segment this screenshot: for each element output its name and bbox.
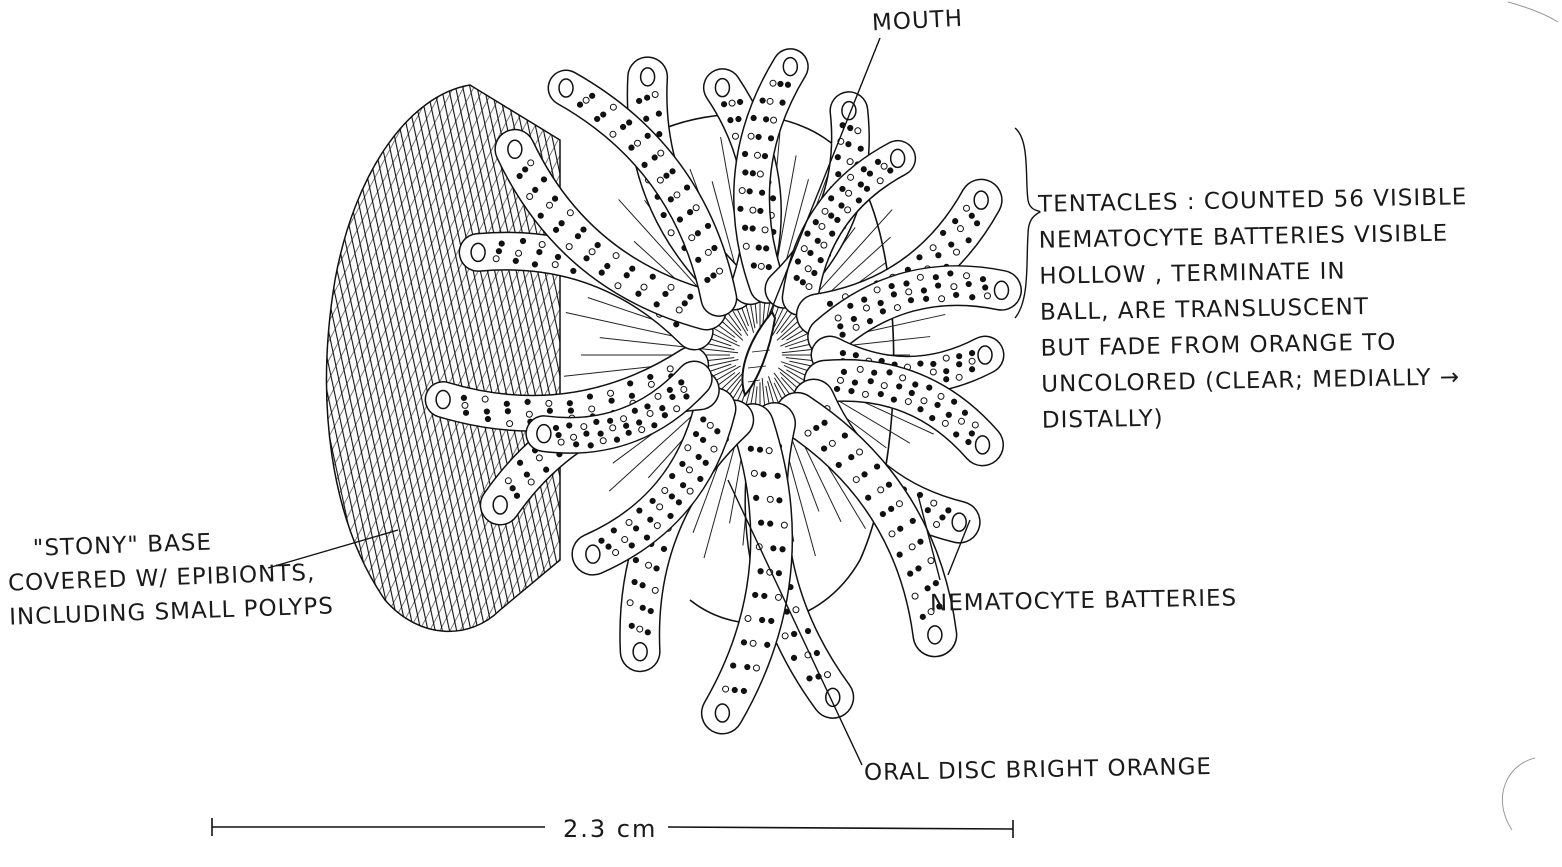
nematocyte-batteries-label: NEMATOCYTE BATTERIES	[930, 581, 1238, 620]
page-edge-marks	[1502, 2, 1558, 830]
mouth-slit	[742, 312, 775, 395]
tentacle	[715, 425, 787, 722]
mouth-label: MOUTH	[871, 2, 964, 41]
tentacles-note-line: UNCOLORED (CLEAR; MEDIALLY →	[1041, 359, 1471, 402]
tentacles-note-line: NEMATOCYTE BATTERIES VISIBLE	[1038, 215, 1468, 258]
oral-disc-label: ORAL DISC BRIGHT ORANGE	[864, 750, 1212, 790]
scale-label: 2.3 cm	[563, 812, 657, 846]
tentacles-note-line: DISTALLY)	[1042, 395, 1472, 438]
disc-line	[600, 338, 738, 353]
tentacles-note: TENTACLES : COUNTED 56 VISIBLE NEMATOCYT…	[1038, 179, 1472, 438]
tentacle	[797, 414, 942, 643]
base-note: "STONY" BASE COVERED W/ EPIBIONTS, INCLU…	[6, 521, 334, 634]
tentacle	[828, 271, 1009, 337]
